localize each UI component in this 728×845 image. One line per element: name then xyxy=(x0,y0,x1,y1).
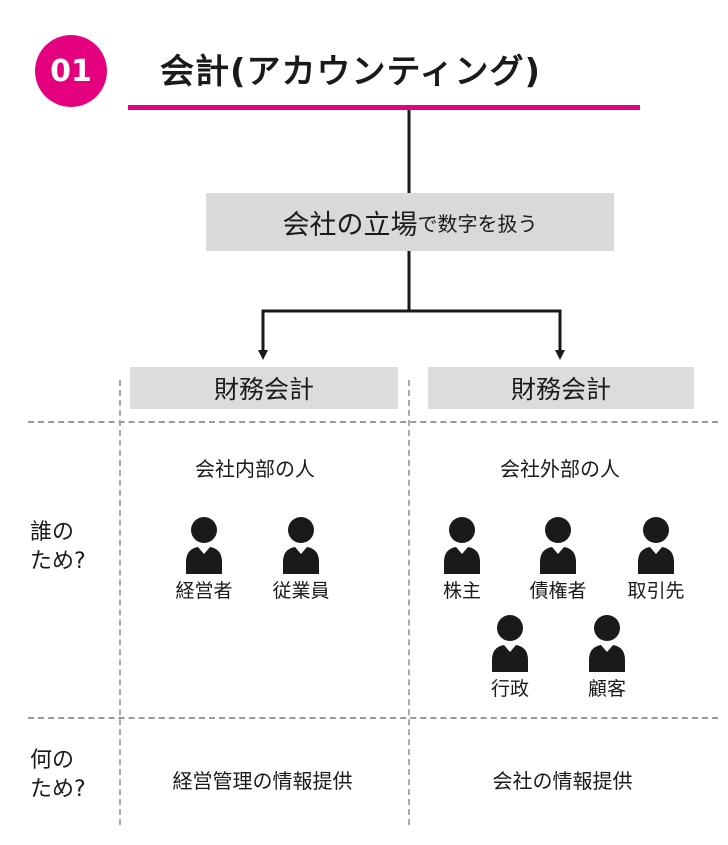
person-icon xyxy=(283,517,319,574)
person-customer: 顧客 xyxy=(561,614,653,701)
central-main-text: 会社の立場 xyxy=(282,209,418,241)
person-label: 株主 xyxy=(442,580,481,602)
internal-purpose-text: 経営管理の情報提供 xyxy=(172,769,353,793)
person-label: 顧客 xyxy=(587,678,626,700)
section-number-badge: 01 xyxy=(35,35,107,107)
right-accounting-box: 財務会計 xyxy=(428,367,694,409)
person-label: 行政 xyxy=(490,678,529,700)
title-underline xyxy=(128,105,640,110)
branch-left-arrow xyxy=(258,309,409,360)
external-purpose-text: 会社の情報提供 xyxy=(492,769,633,793)
page-title: 会計(アカウンティング) xyxy=(160,52,542,92)
person-icon xyxy=(589,615,625,672)
person-business-partner: 取引先 xyxy=(610,516,702,603)
who-row-label: 誰の ため? xyxy=(30,520,86,574)
person-icon xyxy=(638,517,674,574)
person-icon xyxy=(492,615,528,672)
person-government: 行政 xyxy=(464,614,556,701)
person-icon xyxy=(444,517,480,574)
person-label: 経営者 xyxy=(175,580,233,602)
person-shareholder: 株主 xyxy=(416,516,508,603)
column-divider-middle xyxy=(408,380,410,825)
person-employee: 従業員 xyxy=(255,516,347,603)
left-accounting-box: 財務会計 xyxy=(130,367,398,409)
person-executive: 経営者 xyxy=(158,516,250,603)
person-creditor: 債権者 xyxy=(512,516,604,603)
column-divider-left xyxy=(119,380,121,825)
row-divider-bottom xyxy=(28,717,718,719)
person-label: 従業員 xyxy=(272,580,330,602)
row-divider-top xyxy=(28,421,718,423)
why-row-label: 何の ため? xyxy=(30,748,86,802)
person-icon xyxy=(540,517,576,574)
external-audience-label: 会社外部の人 xyxy=(500,457,620,481)
person-label: 取引先 xyxy=(627,580,685,602)
internal-audience-label: 会社内部の人 xyxy=(195,457,315,481)
person-label: 債権者 xyxy=(529,580,587,602)
branch-right-arrow xyxy=(409,309,565,360)
central-concept-box: 会社の立場で数字を扱う xyxy=(206,193,614,251)
person-icon xyxy=(186,517,222,574)
central-sub-text: で数字を扱う xyxy=(417,211,538,236)
